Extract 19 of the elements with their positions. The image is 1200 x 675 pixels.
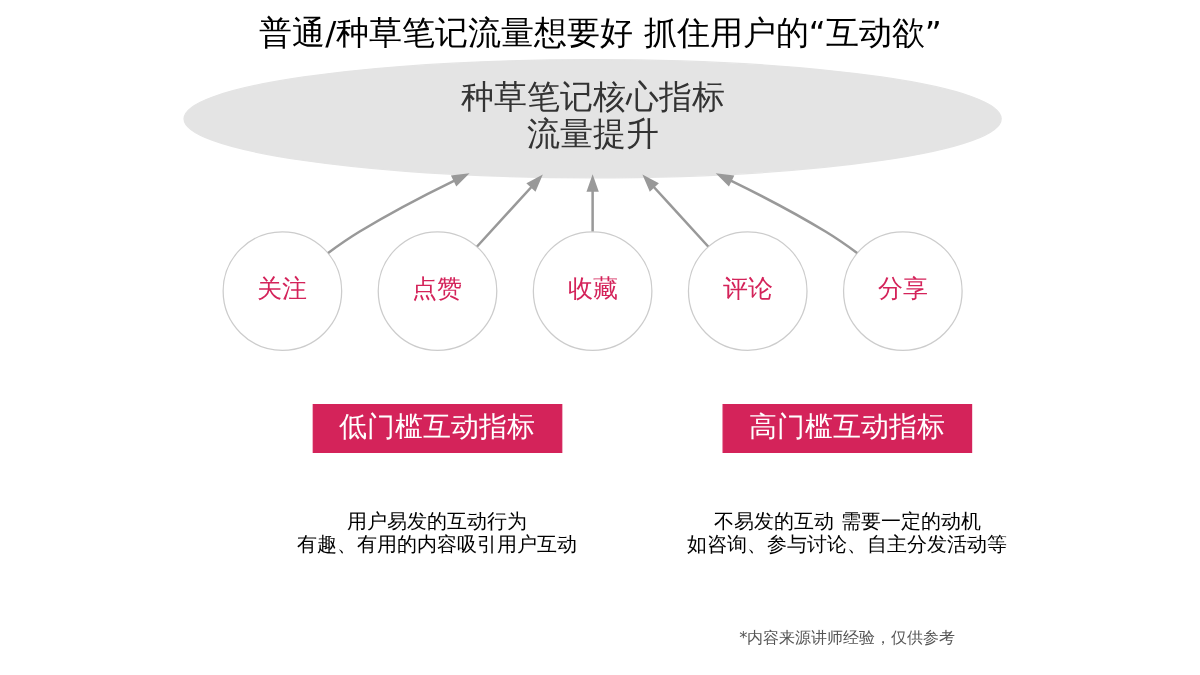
node-box: 高门槛互动指标 [722, 403, 972, 454]
node-box: 低门槛互动指标 [312, 403, 562, 454]
node-label: 不易发的互动 需要一定的动机 [713, 508, 981, 533]
node-circle: 收藏 [532, 231, 652, 351]
arrow [475, 174, 543, 248]
arrow [641, 174, 709, 248]
label: *内容来源讲师经验，仅供参考 [738, 628, 955, 648]
node-label: 用户易发的互动行为 [347, 508, 528, 533]
arrow [585, 174, 599, 232]
node-circle: 分享 [842, 231, 963, 351]
node-circle: 评论 [687, 231, 808, 351]
diagram-title: 普通/种草笔记流量想要好 抓住用户的“互动欲” [258, 14, 942, 53]
node-circle: 点赞 [377, 231, 497, 351]
node-ellipse: 种草笔记核心指标 流量提升 [182, 59, 1002, 179]
node-label: 有趣、有用的内容吸引用户互动 [297, 531, 578, 556]
node-label: 如咨询、参与讨论、自主分发活动等 [686, 531, 1007, 556]
arrow [326, 173, 470, 254]
arrow [715, 173, 858, 254]
node-circle: 关注 [222, 231, 342, 351]
